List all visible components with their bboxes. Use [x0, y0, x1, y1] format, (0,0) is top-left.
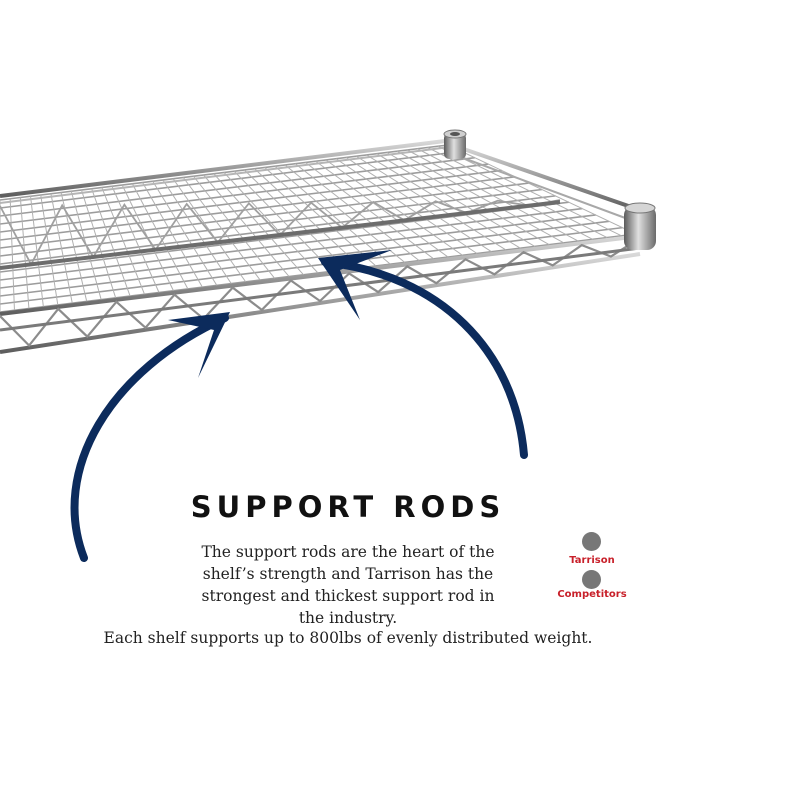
arrow-left — [70, 312, 230, 562]
shelf-cross-wire — [407, 149, 579, 242]
shelf-support-rod — [0, 246, 641, 332]
shelf-cross-wire — [111, 186, 160, 293]
shelf-front-rim-bottom — [0, 252, 641, 354]
shelf-cross-wire — [386, 152, 550, 246]
shelf-cross-wire — [40, 194, 59, 305]
arrow-left-head — [168, 312, 230, 378]
shelf-back-rim — [0, 139, 446, 198]
corner-post-back — [443, 129, 467, 159]
weight-capacity-text: Each shelf supports up to 800lbs of even… — [103, 629, 593, 647]
shelf-cross-wire — [335, 158, 478, 254]
center-support-rod — [0, 200, 561, 270]
shelf-cross-wire — [172, 178, 247, 283]
shelf-cross-wire — [101, 187, 146, 295]
arrow-left-curve — [70, 314, 229, 562]
shelf-cross-wire — [294, 163, 420, 261]
shelf-cross-wire — [366, 154, 521, 249]
shelf-cross-wire — [142, 182, 203, 288]
shelf-cross-wire — [9, 198, 15, 311]
shelf-side-rim — [454, 144, 641, 212]
legend-dot-competitors — [582, 570, 601, 589]
legend-label-competitors: Competitors — [557, 589, 627, 600]
shelf-cross-wire — [305, 162, 434, 260]
shelf-cross-wire — [223, 172, 319, 274]
description-line: The support rods are the heart of the — [201, 543, 495, 561]
shelf-cross-wire — [345, 157, 492, 253]
shelf-cross-wire — [91, 188, 131, 297]
shelf-cross-wire — [417, 148, 593, 240]
arrow-right-head — [318, 250, 392, 320]
shelf-cross-wire — [50, 193, 73, 304]
shelf-cross-wire — [315, 160, 449, 258]
shelf-cross-wire — [182, 177, 261, 281]
shelf-cross-wire — [131, 183, 189, 290]
shelf-cross-wire — [213, 173, 304, 276]
description-line: the industry. — [298, 609, 398, 627]
description-line: strongest and thickest support rod in — [201, 587, 495, 605]
shelf-front-rim-top — [0, 234, 641, 316]
shelf-cross-wire — [396, 150, 564, 244]
shelf-cross-wire — [427, 147, 608, 238]
shelf-cross-wire — [162, 179, 232, 284]
shelf-cross-wire — [80, 189, 117, 298]
shelf-cross-wire — [274, 165, 391, 265]
shelf-cross-wire — [284, 164, 406, 263]
shelf-cross-wire — [152, 180, 218, 286]
corner-post-front — [624, 202, 656, 250]
shelf-cross-wire — [447, 144, 637, 235]
shelf-cross-wire — [325, 159, 463, 256]
shelf-cross-wire — [233, 170, 333, 272]
shelf-cross-wire — [193, 175, 276, 279]
wire-shelf — [0, 129, 656, 354]
description-line: shelf’s strength and Tarrison has the — [202, 565, 494, 583]
shelf-cross-wire — [376, 153, 536, 247]
arrow-right-curve — [321, 258, 528, 459]
shelf-cross-wire — [254, 168, 362, 269]
legend-label-tarrison: Tarrison — [569, 555, 615, 566]
section-heading: SUPPORT RODS — [190, 490, 506, 524]
legend-dot-tarrison — [582, 532, 601, 551]
shelf-front-zigzag — [0, 237, 641, 348]
shelf-cross-wire — [264, 167, 377, 267]
shelf-cross-wire — [437, 145, 622, 237]
arrow-right — [318, 250, 528, 459]
shelf-cross-wire — [203, 174, 290, 277]
support-rod-description: The support rods are the heart of the sh… — [188, 541, 508, 629]
